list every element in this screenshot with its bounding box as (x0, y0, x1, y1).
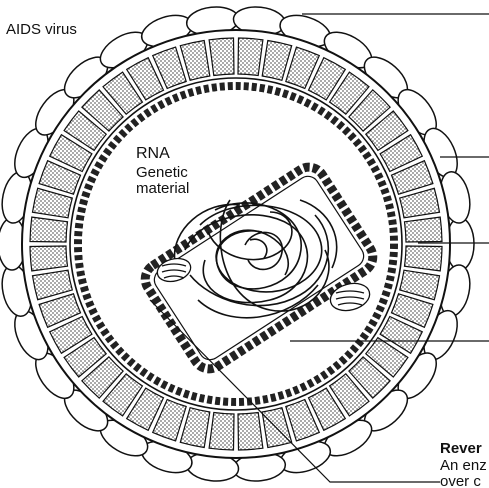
membrane-segment (238, 38, 263, 76)
rna-label: RNA (136, 146, 170, 162)
enzyme-description-line-2: over c (440, 474, 481, 488)
membrane-segment (30, 246, 68, 271)
rna-description: Genetic material (136, 165, 189, 197)
rna-description-line-1: Genetic (136, 165, 189, 181)
enzyme-label: Rever (440, 441, 482, 456)
membrane-segment (238, 413, 263, 451)
membrane-segment (405, 217, 443, 242)
membrane-segment (209, 413, 234, 451)
membrane-segment (209, 38, 234, 76)
rna-description-line-2: material (136, 181, 189, 197)
enzyme-description-line-1: An enz (440, 458, 487, 473)
membrane-segment (30, 217, 68, 242)
diagram-title: AIDS virus (6, 22, 77, 37)
membrane-segment (405, 246, 443, 271)
